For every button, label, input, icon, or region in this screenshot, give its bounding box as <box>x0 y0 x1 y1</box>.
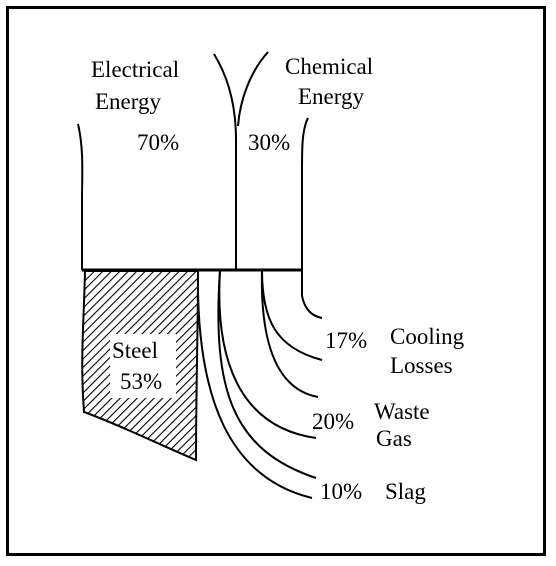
cooling-losses-percent: 17% <box>325 328 367 353</box>
waste-gas-label-line1: Waste <box>374 399 430 424</box>
cooling-losses-label-line2: Losses <box>390 353 453 378</box>
waste-gas-percent: 20% <box>312 409 354 434</box>
electrical-label-line2: Energy <box>95 89 162 114</box>
steel-label-box <box>110 334 176 398</box>
electrical-percent: 70% <box>137 130 179 155</box>
electrical-label-line1: Electrical <box>91 57 179 82</box>
waste-gas-label-line2: Gas <box>376 426 412 451</box>
steel-percent: 53% <box>120 369 162 394</box>
slag-outer-curve <box>217 269 317 479</box>
slag-label: Slag <box>385 479 426 504</box>
chemical-percent: 30% <box>248 130 290 155</box>
chemical-flow-inner-edge <box>237 51 269 127</box>
cooling-losses-outer-curve <box>301 270 323 319</box>
slag-percent: 10% <box>320 479 362 504</box>
electrical-chemical-divider <box>213 53 237 270</box>
chemical-label-line1: Chemical <box>285 54 373 79</box>
chemical-label-line2: Energy <box>298 84 365 109</box>
waste-gas-inner-curve <box>218 269 317 439</box>
chemical-flow-right-edge <box>301 117 309 270</box>
slag-inner-curve <box>196 269 313 499</box>
steel-label: Steel <box>112 338 158 363</box>
cooling-losses-label-line1: Cooling <box>390 324 465 349</box>
electrical-flow-left-edge <box>77 123 84 270</box>
waste-gas-outer-curve <box>260 269 319 398</box>
